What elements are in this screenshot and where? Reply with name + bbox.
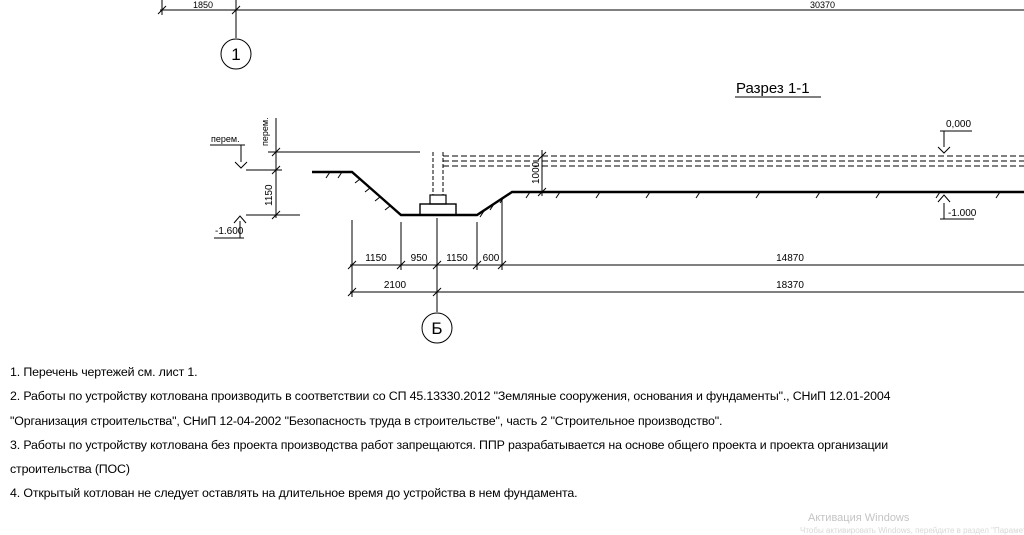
top-dim-slash [231,5,241,15]
depth-slash-3 [271,210,281,220]
bottom-level-arrow [233,215,247,224]
dim-row2-2100: 2100 [384,280,407,291]
dim-row1-950: 950 [411,253,428,264]
depth-dim-label: 1150 [264,184,275,206]
depth-slash-2 [271,165,281,175]
floor-level-arrow [937,194,951,203]
perem-arrow [234,161,248,169]
depth-slash-1 [271,147,281,157]
foundation-column [429,194,447,205]
axis-marker-b [421,312,453,344]
dim-slashes [347,260,507,297]
slope-hatch-left [325,171,391,211]
section-title: Разрез 1-1 [736,80,810,97]
axis-label-b: Б [431,319,442,338]
floor-level-label: -1.000 [948,208,977,219]
dim-row1-600: 600 [483,253,500,264]
dim-row1-1150-right: 1150 [446,253,468,264]
bottom-level-label: -1.600 [215,226,244,237]
axis-marker-1 [220,38,252,70]
height-slash-bottom [537,187,547,197]
dim-row2-18370: 18370 [776,280,804,291]
excavation-profile [312,170,1024,217]
axis-label-1: 1 [231,45,240,64]
zero-level-arrow [937,146,951,154]
dim-row1-1150-left: 1150 [365,253,387,264]
height-dim-label: 1000 [531,161,542,184]
perem-left-label: перем. [211,134,240,144]
note-line-6: 4. Открытый котлован не следует оставлят… [10,486,578,501]
foundation-slab [419,203,457,216]
top-dim-slash-left [157,5,167,15]
height-slash-top [537,151,547,161]
note-line-3: "Организация строительства", СНиП 12-04-… [10,413,723,428]
general-notes: 1. Перечень чертежей см. лист 1. 2. Рабо… [10,360,1010,506]
zero-level-label: 0,000 [946,119,971,130]
note-line-1: 1. Перечень чертежей см. лист 1. [10,365,198,379]
note-line-2: 2. Работы по устройству котлована произв… [10,389,891,404]
windows-activation-title: Активация Windows [808,512,910,524]
dim-row1-14870: 14870 [776,253,804,264]
top-dim-right: 30370 [810,0,835,10]
windows-activation-subtitle: Чтобы активировать Windows, перейдите в … [800,526,1024,535]
top-dim-left: 1850 [193,0,213,10]
section-drawing: 1850 30370 1 Разрез 1-1 перем. перем. 11… [157,0,1024,344]
note-line-4: 3. Работы по устройству котлована без пр… [10,437,888,452]
slope-hatch-right [479,191,1001,218]
perem-vertical-label: перем. [260,117,270,146]
note-line-5: строительства (ПОС) [10,462,130,477]
